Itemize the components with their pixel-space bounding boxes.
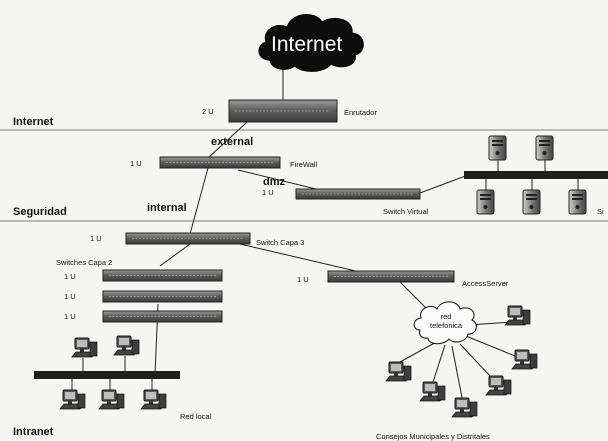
municipal-councils-label: Consejos Municipales y Distritales [376, 432, 490, 441]
switch-capa2-2-device [102, 290, 223, 303]
internal-link-label: internal [147, 202, 187, 214]
zone-label-seguridad: Seguridad [13, 206, 67, 218]
local-bus [34, 356, 180, 390]
workstation-icon [451, 397, 478, 418]
telephone-network-label: red telefonica [430, 312, 463, 330]
workstation-icon [59, 389, 86, 410]
switch-capa2-2-units: 1 U [64, 292, 76, 301]
access-server-device [327, 270, 455, 283]
switch-capa2-3-units: 1 U [64, 312, 76, 321]
switch-capa3-label: Switch Capa 3 [256, 238, 305, 247]
switch-virtual-label: Switch Virtual [383, 207, 429, 216]
workstation-icon [98, 389, 125, 410]
router-device [228, 99, 338, 123]
access-server-label: AccessServer [462, 279, 509, 288]
router-label: Enrutador [344, 108, 377, 117]
workstation-icon [140, 389, 167, 410]
workstation-icon [504, 305, 531, 326]
firewall-label: FireWall [290, 160, 318, 169]
zone-label-internet: Internet [13, 116, 54, 128]
switch-capa3-device [125, 232, 251, 245]
switch-capa3-units: 1 U [90, 234, 102, 243]
switch-capa2-1-units: 1 U [64, 272, 76, 281]
internet-cloud-label: Internet [271, 33, 343, 56]
telephone-network-cloud [413, 301, 477, 345]
servers-label: Si [597, 207, 604, 216]
server-icon [522, 189, 541, 215]
server-icon [535, 135, 554, 161]
workstation-icon [511, 349, 538, 370]
router-units: 2 U [202, 107, 214, 116]
workstation-icon [385, 361, 412, 382]
dmz-link-label: dmz [263, 176, 285, 188]
switch-capa2-3-device [102, 310, 223, 323]
local-network-label: Red local [180, 412, 212, 421]
server-icon [488, 135, 507, 161]
firewall-units: 1 U [130, 159, 142, 168]
workstation-icon [71, 337, 98, 358]
workstation-icon [485, 375, 512, 396]
switches-capa2-title: Switches Capa 2 [56, 258, 113, 267]
zone-label-intranet: Intranet [13, 426, 54, 438]
workstation-icon [419, 381, 446, 402]
server-icon [476, 189, 495, 215]
switch-capa2-1-device [102, 269, 223, 282]
access-server-units: 1 U [297, 275, 309, 284]
firewall-device [159, 156, 281, 169]
internet-cloud [258, 14, 364, 72]
switch-virtual-device [295, 188, 421, 200]
server-icon [568, 189, 587, 215]
switch-virtual-units: 1 U [262, 188, 274, 197]
server-bus [464, 160, 608, 190]
external-link-label: external [211, 136, 254, 148]
workstation-icon [113, 335, 140, 356]
